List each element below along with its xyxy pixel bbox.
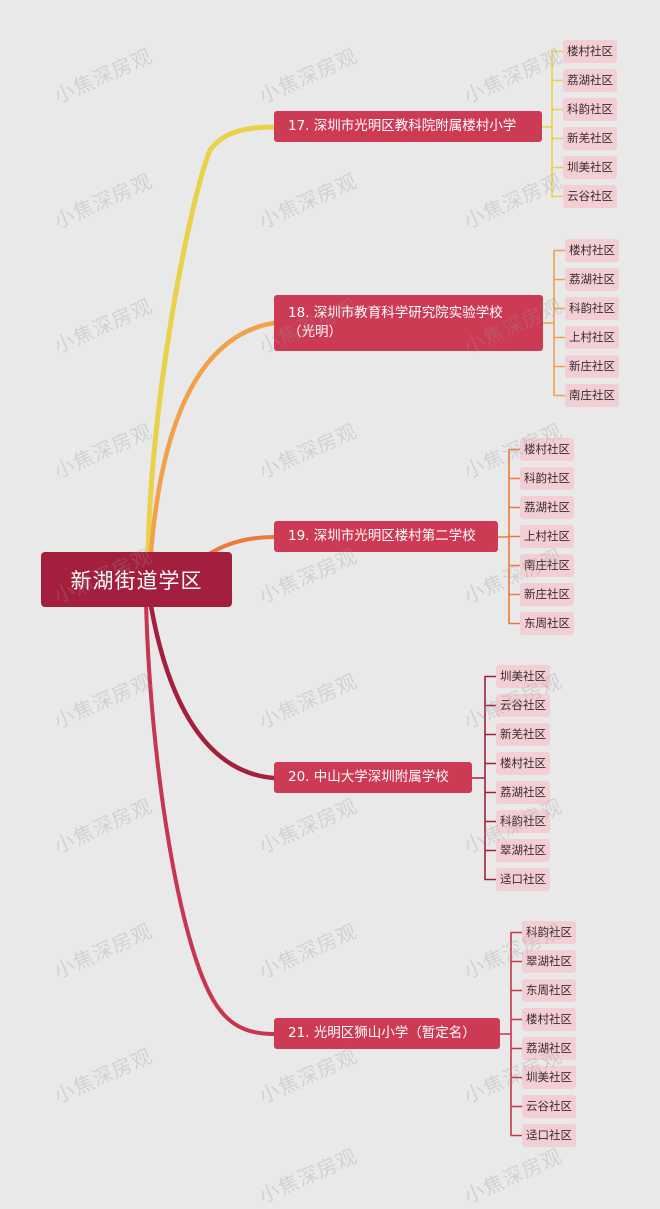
- community-18-6[interactable]: 南庄社区: [565, 384, 619, 407]
- community-18-5[interactable]: 新庄社区: [565, 355, 619, 378]
- community-20-2[interactable]: 云谷社区: [496, 694, 550, 717]
- community-18-1[interactable]: 楼村社区: [565, 239, 619, 262]
- leaf-links-18: [542, 249, 566, 397]
- community-17-6[interactable]: 云谷社区: [563, 185, 617, 208]
- community-21-5[interactable]: 荔湖社区: [522, 1037, 576, 1060]
- community-19-6[interactable]: 新庄社区: [520, 583, 574, 606]
- branch-link-21: [144, 600, 276, 1036]
- community-17-4[interactable]: 新羌社区: [563, 127, 617, 150]
- school-node-17[interactable]: 17. 深圳市光明区教科院附属楼村小学: [274, 111, 542, 142]
- school-node-21[interactable]: 21. 光明区狮山小学（暂定名）: [274, 1018, 500, 1049]
- community-19-7[interactable]: 东周社区: [520, 612, 574, 635]
- community-18-4[interactable]: 上村社区: [565, 326, 619, 349]
- branch-link-18: [147, 320, 277, 568]
- community-20-5[interactable]: 荔湖社区: [496, 781, 550, 804]
- leaf-links-21: [499, 931, 523, 1137]
- root-node[interactable]: 新湖街道学区: [41, 552, 232, 607]
- community-21-8[interactable]: 迳口社区: [522, 1124, 576, 1147]
- school-node-19[interactable]: 19. 深圳市光明区楼村第二学校: [274, 521, 498, 552]
- community-17-2[interactable]: 荔湖社区: [563, 69, 617, 92]
- branch-link-17: [145, 124, 277, 563]
- community-20-7[interactable]: 翠湖社区: [496, 839, 550, 862]
- leaf-links-17: [541, 50, 564, 198]
- community-21-1[interactable]: 科韵社区: [522, 921, 576, 944]
- community-20-4[interactable]: 楼村社区: [496, 752, 550, 775]
- community-18-3[interactable]: 科韵社区: [565, 297, 619, 320]
- community-19-3[interactable]: 荔湖社区: [520, 496, 574, 519]
- community-19-4[interactable]: 上村社区: [520, 525, 574, 548]
- branch-link-20: [147, 597, 277, 781]
- community-19-1[interactable]: 楼村社区: [520, 438, 574, 461]
- community-18-2[interactable]: 荔湖社区: [565, 268, 619, 291]
- leaf-links-20: [471, 675, 497, 881]
- community-17-3[interactable]: 科韵社区: [563, 98, 617, 121]
- community-17-1[interactable]: 楼村社区: [563, 40, 617, 63]
- school-node-18[interactable]: 18. 深圳市教育科学研究院实验学校（光明）: [274, 295, 543, 351]
- community-21-3[interactable]: 东周社区: [522, 979, 576, 1002]
- community-19-2[interactable]: 科韵社区: [520, 467, 574, 490]
- community-20-1[interactable]: 圳美社区: [496, 665, 550, 688]
- community-21-7[interactable]: 云谷社区: [522, 1095, 576, 1118]
- community-17-5[interactable]: 圳美社区: [563, 156, 617, 179]
- community-20-8[interactable]: 迳口社区: [496, 868, 550, 891]
- community-21-6[interactable]: 圳美社区: [522, 1066, 576, 1089]
- leaf-links-19: [497, 448, 521, 625]
- school-node-20[interactable]: 20. 中山大学深圳附属学校: [274, 762, 472, 793]
- community-21-2[interactable]: 翠湖社区: [522, 950, 576, 973]
- community-20-6[interactable]: 科韵社区: [496, 810, 550, 833]
- community-20-3[interactable]: 新羌社区: [496, 723, 550, 746]
- community-19-5[interactable]: 南庄社区: [520, 554, 574, 577]
- community-21-4[interactable]: 楼村社区: [522, 1008, 576, 1031]
